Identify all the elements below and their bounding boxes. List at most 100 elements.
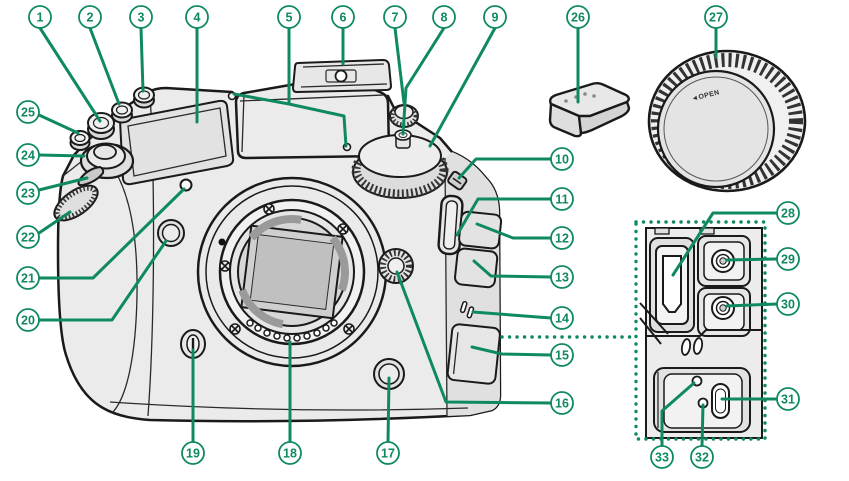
hot-shoe (291, 58, 393, 94)
callout-33-leader-line (660, 381, 696, 448)
callout-23: 23 (16, 176, 89, 205)
callout-12-number: 12 (555, 232, 569, 246)
hot-shoe-cover-illustration (548, 82, 631, 138)
callout-18: 18 (278, 340, 302, 465)
panel-speaker-holes (680, 337, 704, 356)
callout-7-leader-line (393, 26, 406, 105)
lens-mount (196, 176, 388, 368)
callout-7: 7 (383, 5, 407, 105)
callout-26-circle (566, 5, 590, 29)
callout-10-leader-line (457, 157, 553, 180)
callout-25-leader-line (37, 113, 80, 135)
callout-27-circle (704, 5, 728, 29)
callout-9: 9 (428, 5, 507, 148)
callout-18-number: 18 (283, 447, 297, 461)
top-plate-buttons (69, 86, 155, 151)
callout-2-leader-line (88, 26, 121, 106)
mount-index-dot (218, 238, 226, 246)
microphone-jack (697, 235, 751, 287)
callout-22-leader-line (37, 210, 72, 235)
connector-detail-panel (639, 227, 763, 439)
callout-21-circle (16, 266, 40, 290)
callout-24-number: 24 (21, 149, 35, 163)
callout-4-circle (185, 5, 209, 29)
callout-9-number: 9 (492, 11, 499, 25)
callout-29-leader-line (725, 257, 779, 262)
callout-6: 6 (331, 5, 355, 66)
callout-11-circle (550, 187, 574, 211)
callout-19-number: 19 (186, 447, 200, 461)
callout-32-number: 32 (695, 451, 709, 465)
front-command-dial (53, 184, 99, 222)
callout-15-circle (550, 343, 574, 367)
connector-cover-lower (454, 247, 499, 289)
callout-21-number: 21 (21, 272, 35, 286)
callout-25-number: 25 (21, 106, 35, 120)
callout-21: 21 (16, 187, 186, 290)
callout-17: 17 (376, 376, 400, 465)
hdmi-connector (649, 237, 695, 333)
callout-2: 2 (78, 5, 121, 106)
mode-dial (351, 129, 449, 199)
callout-20-number: 20 (21, 314, 35, 328)
callout-5-number: 5 (286, 11, 293, 25)
callout-17-number: 17 (381, 447, 395, 461)
callout-32-leader-line (700, 403, 705, 448)
callout-17-leader-line (386, 376, 391, 444)
callout-1: 1 (28, 5, 102, 123)
power-lever (77, 165, 105, 187)
callout-21-leader-line (37, 187, 186, 280)
callout-28-leader-line (671, 211, 779, 277)
callout-11-number: 11 (555, 193, 568, 207)
callout-29: 29 (725, 247, 800, 271)
callout-26: 26 (566, 5, 590, 104)
callout-3: 3 (129, 5, 153, 93)
callout-17-circle (376, 441, 400, 465)
callout-20-circle (16, 308, 40, 332)
callout-14-number: 14 (555, 312, 569, 326)
callout-5: 5 (232, 5, 348, 148)
callout-28: 28 (671, 201, 800, 277)
button-1 (87, 112, 115, 134)
usb-c-connector (711, 383, 730, 419)
mount-screws (219, 203, 355, 335)
callout-33-number: 33 (655, 451, 669, 465)
callout-20: 20 (16, 239, 168, 332)
callout-26-number: 26 (571, 11, 585, 25)
usb-door (653, 367, 751, 433)
callout-15: 15 (470, 343, 574, 367)
callout-1-circle (28, 5, 52, 29)
callout-25-circle (16, 100, 40, 124)
callout-15-number: 15 (555, 349, 569, 363)
callout-16: 16 (395, 270, 574, 415)
connector-covers (454, 210, 503, 289)
callout-28-circle (776, 201, 800, 225)
callout-3-number: 3 (138, 11, 145, 25)
callout-32: 32 (690, 403, 714, 469)
callout-31-circle (776, 387, 800, 411)
callout-24-leader-line (37, 153, 86, 158)
callout-14-circle (550, 306, 574, 330)
callout-14-leader-line (471, 310, 553, 320)
callout-14: 14 (471, 306, 574, 330)
callout-30: 30 (725, 292, 800, 316)
callout-13: 13 (472, 259, 574, 289)
callout-12-leader-line (475, 222, 553, 240)
callout-9-leader-line (428, 26, 497, 148)
callout-23-circle (16, 181, 40, 205)
callout-24: 24 (16, 143, 86, 167)
shutter-assembly (77, 142, 135, 187)
body-cap-illustration: ◄OPEN (647, 49, 807, 193)
callout-29-number: 29 (781, 253, 795, 267)
headphone-jack (697, 287, 751, 337)
callout-23-leader-line (37, 176, 89, 192)
callout-7-number: 7 (392, 11, 399, 25)
callout-30-circle (776, 292, 800, 316)
callout-3-leader-line (139, 26, 145, 93)
callout-8-circle (432, 5, 456, 29)
callout-5-leader-line (287, 102, 348, 148)
callout-7-circle (383, 5, 407, 29)
